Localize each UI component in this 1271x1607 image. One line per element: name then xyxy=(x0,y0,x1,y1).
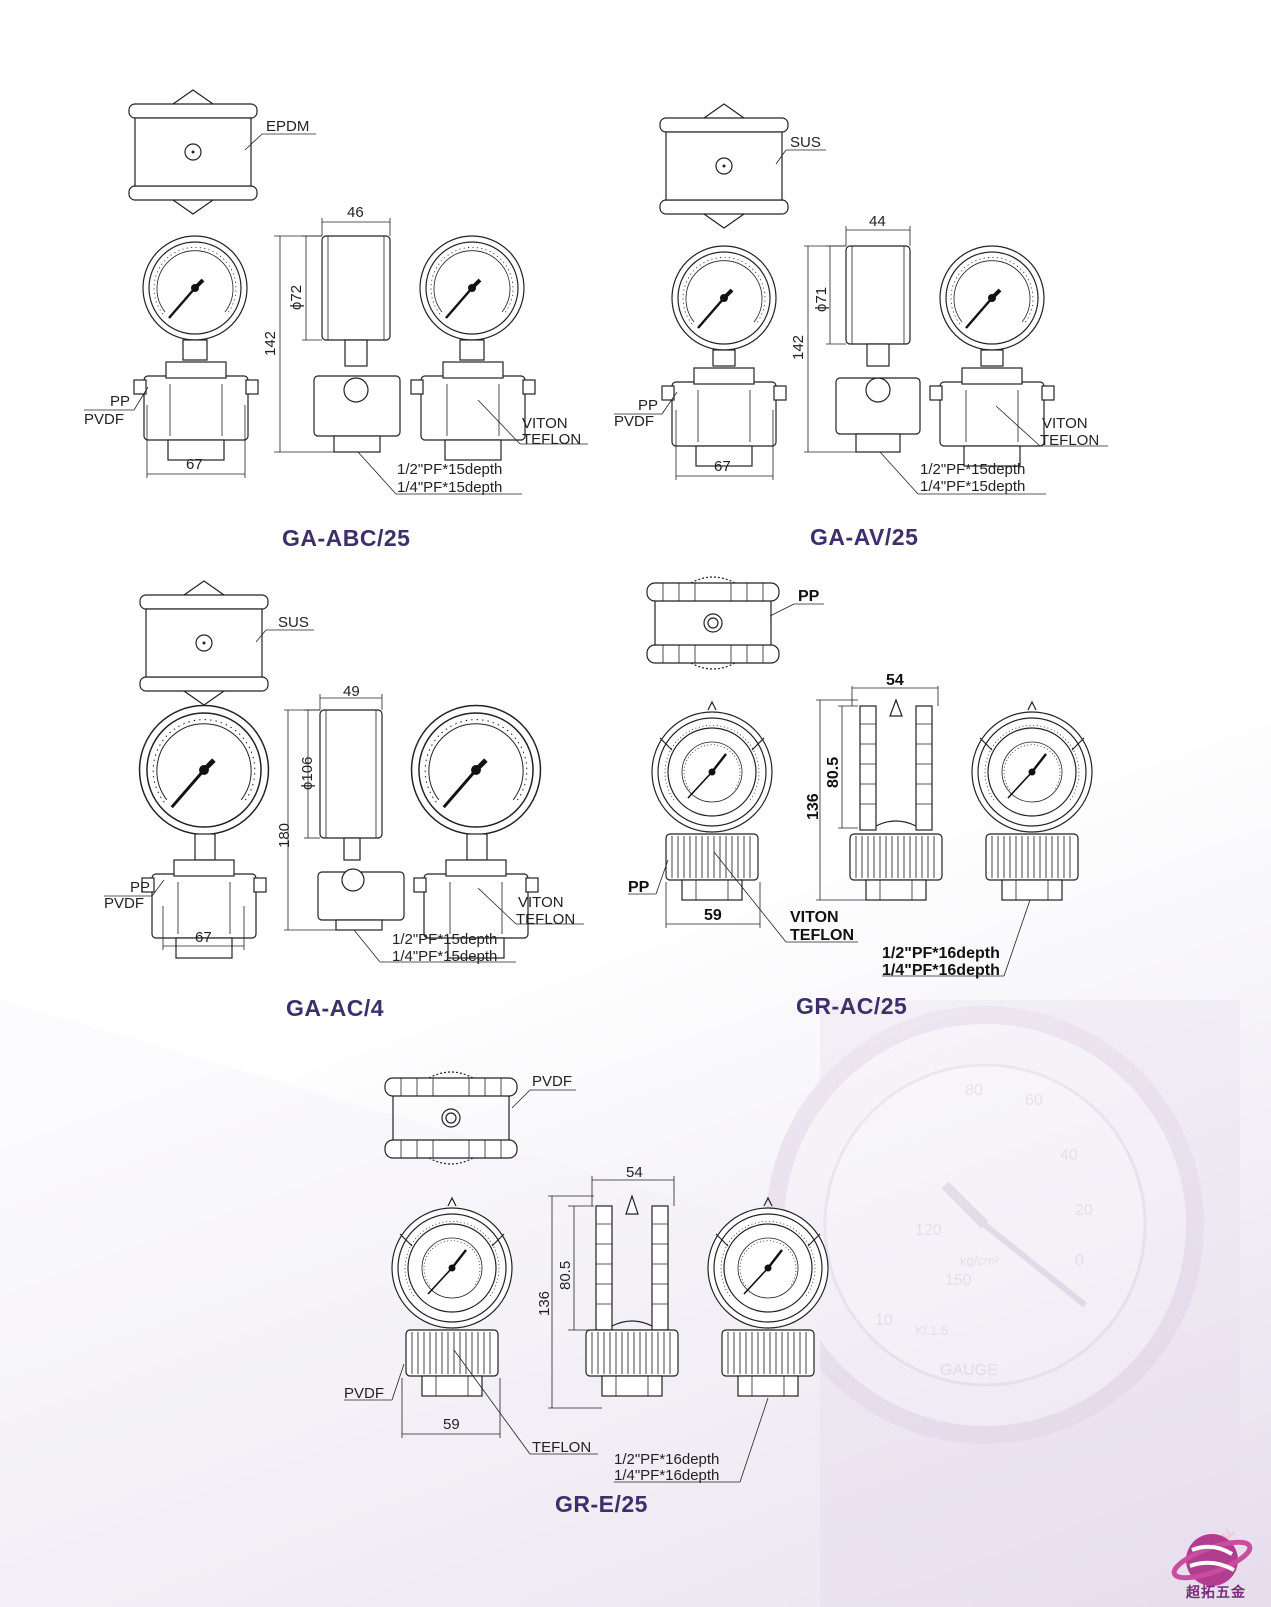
ga-abc-mat-left-b: PVDF xyxy=(84,411,124,428)
bg-dial-num-6: 150 xyxy=(945,1272,972,1289)
ga-abc-top-material: EPDM xyxy=(266,118,309,135)
gr-ac-height-dim: 136 xyxy=(805,793,822,820)
globe-logo-icon xyxy=(1171,1527,1253,1586)
ga-ac-width-dim: 49 xyxy=(343,683,360,700)
model-gr-e-25: PVDF 59 PVDF TEFLON 54 80.5 136 xyxy=(344,1071,830,1517)
ga-av-mat-left-a: PP xyxy=(638,397,658,414)
ga-ac-diameter-dim: ϕ106 xyxy=(299,757,316,790)
bg-brand: GAUGE xyxy=(940,1362,998,1379)
bg-dial-num-5: 120 xyxy=(915,1222,942,1239)
gr-e-mat-left: PVDF xyxy=(344,1385,384,1402)
gr-ac-top-material: PP xyxy=(798,588,820,605)
gr-ac-mat-left: PP xyxy=(628,879,650,896)
model-gr-ac-25: PP 59 PP VITON TEFLON 54 80.5 xyxy=(628,576,1094,1019)
gr-e-thread-0: 1/2"PF*16depth xyxy=(614,1451,719,1468)
ga-av-width-dim: 44 xyxy=(869,213,886,230)
ga-av-thread-1: 1/4"PF*15depth xyxy=(920,478,1025,495)
ga-av-diameter-dim: ϕ71 xyxy=(813,287,830,312)
gr-e-title: GR-E/25 xyxy=(555,1491,648,1517)
model-ga-abc-25: EPDM 67 PP PVDF 46 ϕ72 xyxy=(84,89,588,551)
ga-ac-mat-left-a: PP xyxy=(130,879,150,896)
gr-e-top-material: PVDF xyxy=(532,1073,572,1090)
ga-abc-mat-left-a: PP xyxy=(110,393,130,410)
ga-ac-base-dim: 67 xyxy=(195,929,212,946)
gr-ac-base-dim: 59 xyxy=(704,907,722,924)
ga-av-mat-right-a: VITON xyxy=(1042,415,1088,432)
bg-dial-num-2: 40 xyxy=(1060,1147,1078,1164)
ga-ac-thread-0: 1/2"PF*15depth xyxy=(392,931,497,948)
ga-ac-top-material: SUS xyxy=(278,614,309,631)
logo-text: 超拓五金 xyxy=(1186,1585,1246,1601)
bg-dial-num-1: 60 xyxy=(1025,1092,1043,1109)
bg-dial-num-7: 10 xyxy=(875,1312,893,1329)
gr-e-thread-1: 1/4"PF*16depth xyxy=(614,1467,719,1484)
gr-ac-inner-dim: 80.5 xyxy=(825,757,842,788)
ga-ac-title: GA-AC/4 xyxy=(286,995,384,1021)
ga-abc-width-dim: 46 xyxy=(347,204,364,221)
ga-abc-thread-0: 1/2"PF*15depth xyxy=(397,461,502,478)
ga-av-height-dim: 142 xyxy=(790,335,807,360)
ga-abc-diameter-dim: ϕ72 xyxy=(288,285,305,310)
gr-e-mat-right: TEFLON xyxy=(532,1439,591,1456)
gr-e-base-dim: 59 xyxy=(443,1416,460,1433)
ga-ac-height-dim: 180 xyxy=(276,823,293,848)
bg-dial-unit: kg/cm² xyxy=(960,1253,1000,1268)
gr-ac-thread-1: 1/4"PF*16depth xyxy=(882,962,1000,979)
gr-ac-width-dim: 54 xyxy=(886,672,904,689)
model-ga-av-25: SUS 67 PP PVDF 44 ϕ71 142 xyxy=(614,103,1108,550)
ga-ac-mat-right-a: VITON xyxy=(518,894,564,911)
ga-ac-mat-left-b: PVDF xyxy=(104,895,144,912)
bg-dial-num-3: 20 xyxy=(1075,1202,1093,1219)
gr-e-height-dim: 136 xyxy=(536,1291,553,1316)
ga-abc-mat-right-b: TEFLON xyxy=(522,431,581,448)
gr-e-inner-dim: 80.5 xyxy=(557,1261,574,1290)
model-ga-ac-4: SUS 67 PP PVDF 49 ϕ106 180 xyxy=(104,580,584,1021)
ga-abc-height-dim: 142 xyxy=(262,331,279,356)
gr-e-width-dim: 54 xyxy=(626,1164,643,1181)
ga-av-top-material: SUS xyxy=(790,134,821,151)
ga-av-base-dim: 67 xyxy=(714,458,731,475)
gr-ac-mat-right-b: TEFLON xyxy=(790,927,854,944)
ga-ac-thread-1: 1/4"PF*15depth xyxy=(392,948,497,965)
ga-av-thread-0: 1/2"PF*15depth xyxy=(920,461,1025,478)
gr-ac-mat-right-a: VITON xyxy=(790,909,839,926)
ga-abc-title: GA-ABC/25 xyxy=(282,525,410,551)
ga-av-mat-right-b: TEFLON xyxy=(1040,432,1099,449)
ga-av-mat-left-b: PVDF xyxy=(614,413,654,430)
gr-ac-thread-0: 1/2"PF*16depth xyxy=(882,945,1000,962)
ga-abc-thread-1: 1/4"PF*15depth xyxy=(397,479,502,496)
bg-dial-num-4: 0 xyxy=(1075,1252,1084,1269)
ga-abc-mat-right-a: VITON xyxy=(522,415,568,432)
ga-av-title: GA-AV/25 xyxy=(810,524,918,550)
ga-abc-base-dim: 67 xyxy=(186,456,203,473)
ga-ac-mat-right-b: TEFLON xyxy=(516,911,575,928)
bg-dial-num-0: 80 xyxy=(965,1082,983,1099)
gr-ac-title: GR-AC/25 xyxy=(796,993,907,1019)
bg-class-label: Kl.1.5 xyxy=(915,1323,948,1338)
